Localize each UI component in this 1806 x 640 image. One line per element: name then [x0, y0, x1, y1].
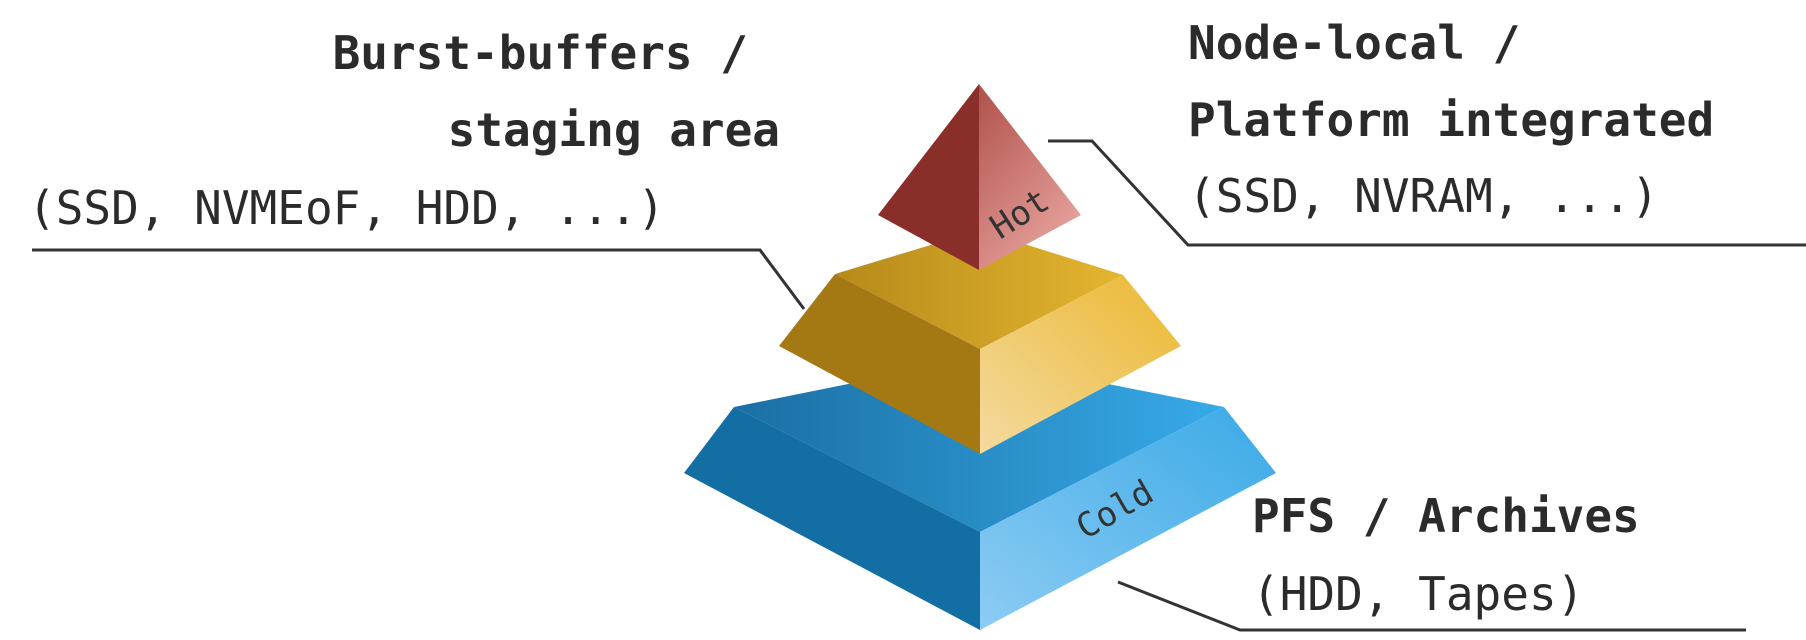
pfs-archives-title: PFS / Archives [1252, 489, 1640, 543]
bottom-tier-left-face [684, 407, 980, 630]
node-local-media: (SSD, NVRAM, ...) [1188, 169, 1659, 223]
pfs-archives-media: (HDD, Tapes) [1252, 567, 1584, 621]
node-local-leader-line [1048, 139, 1806, 247]
top-tier-right-face [979, 84, 1081, 270]
burst-buffers-media: (SSD, NVMEoF, HDD, ...) [28, 181, 665, 235]
middle-tier-top-face [835, 230, 1123, 349]
node-local-title-line1: Node-local / [1188, 16, 1520, 70]
burst-buffers-title-line2: staging area [448, 103, 780, 157]
top-tier-left-face [878, 84, 979, 270]
node-local-title-line2: Platform integrated [1188, 93, 1714, 147]
pfs-leader-line [1117, 580, 1746, 632]
middle-tier-right-face [980, 275, 1181, 454]
burst-buffers-leader-line [32, 248, 806, 310]
middle-tier-left-face [779, 274, 980, 454]
bottom-tier-right-face [980, 407, 1276, 630]
burst-buffers-title-line1: Burst-buffers / [333, 26, 748, 80]
